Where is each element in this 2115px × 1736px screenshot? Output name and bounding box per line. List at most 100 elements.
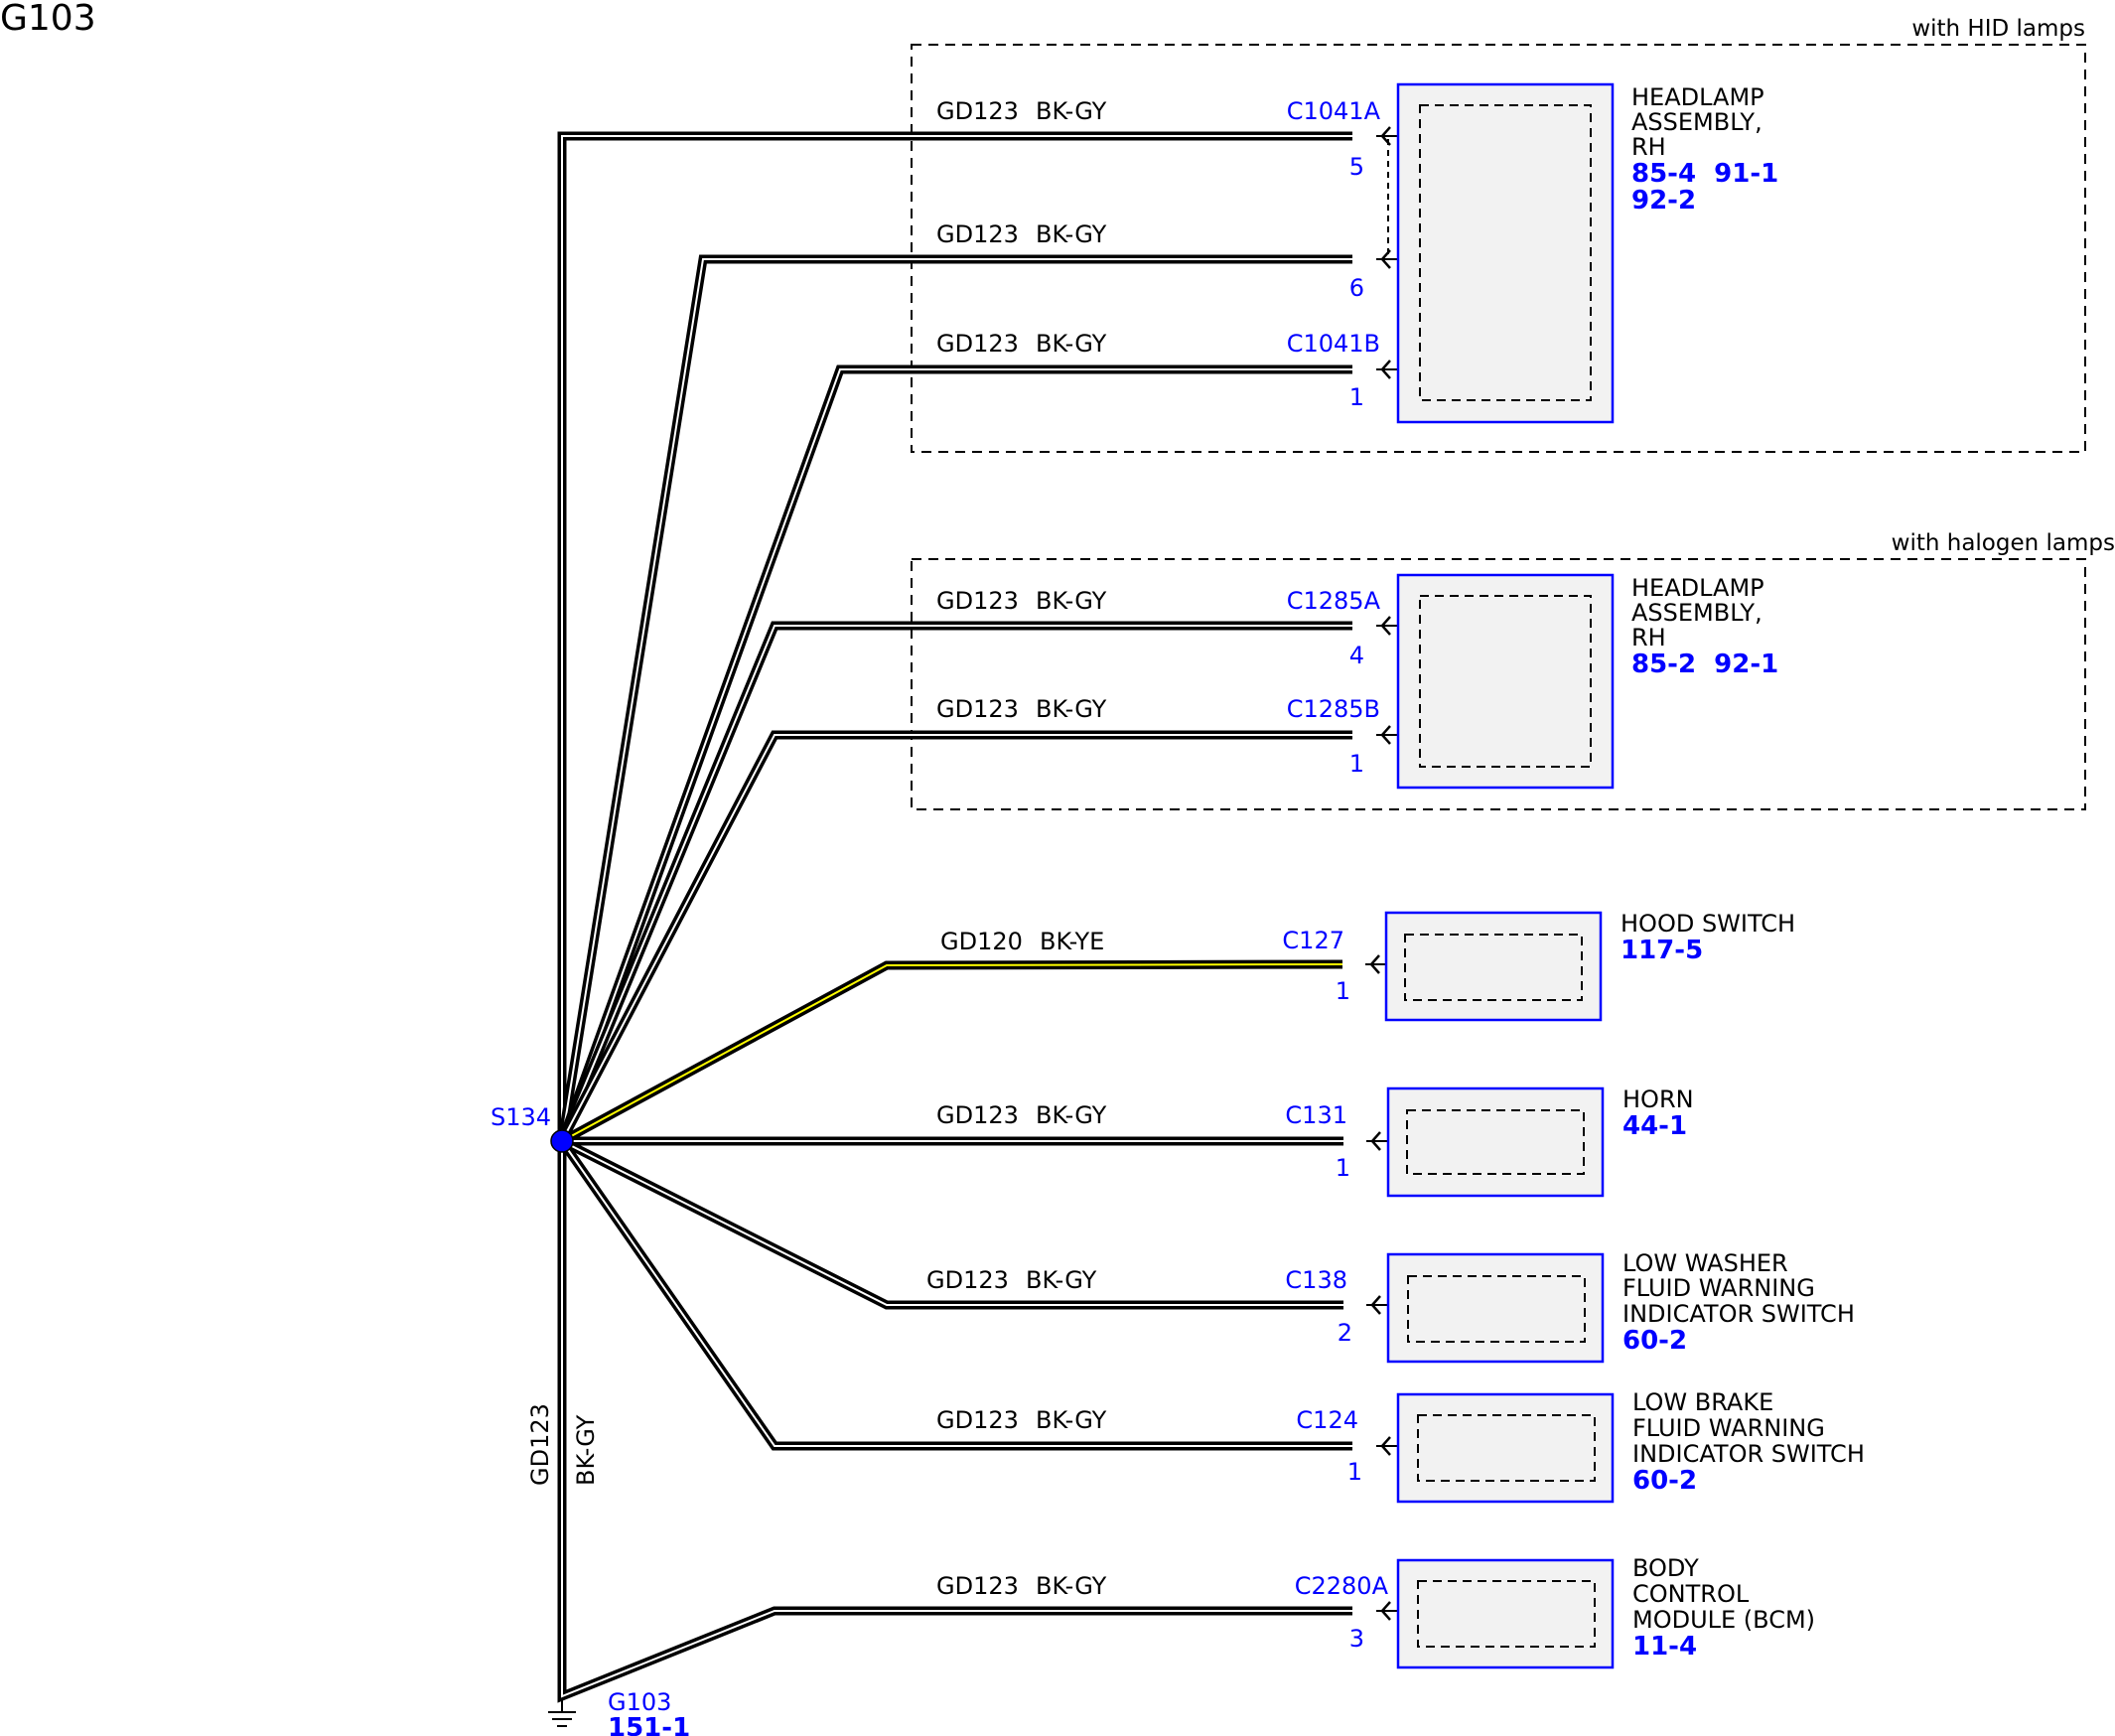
component-name: CONTROL (1632, 1580, 1750, 1608)
ground-label: G103 (608, 1688, 671, 1716)
component-bcm: BODY CONTROL MODULE (BCM) 11-4 (1396, 1554, 1815, 1669)
wire-stripe (561, 963, 1343, 1142)
halogen-condition-label: with halogen lamps (1892, 530, 2115, 556)
component-inner-box (1417, 1580, 1596, 1648)
component-inner-box (1417, 1414, 1596, 1482)
component-inner-box (1419, 595, 1592, 768)
component-name: MODULE (BCM) (1632, 1606, 1815, 1634)
pin-label: 1 (1336, 977, 1350, 1005)
hid-group-box (911, 44, 2086, 453)
halogen-group-box (911, 558, 2086, 810)
connector-arrow-icon (1380, 725, 1391, 745)
connector-label: C138 (1285, 1266, 1347, 1294)
component-name: HOOD SWITCH (1621, 910, 1795, 938)
wire-circuit-label: GD123 (936, 220, 1019, 248)
connector-label: C1041A (1287, 97, 1381, 125)
component-name: ASSEMBLY, (1631, 599, 1762, 627)
wire-circuit-label: GD123 (936, 1406, 1019, 1434)
pin-label: 3 (1349, 1625, 1364, 1653)
wire-stripe (561, 1140, 1343, 1306)
component-name: HEADLAMP (1631, 83, 1764, 111)
component-name: LOW BRAKE (1632, 1388, 1773, 1416)
pin-label: 6 (1349, 274, 1364, 302)
component-name: FLUID WARNING (1622, 1274, 1815, 1302)
wire-circuit-label: GD123 (926, 1266, 1009, 1294)
wire-color-label: BK-GY (1036, 97, 1107, 125)
wire-circuit-label: GD123 (936, 330, 1019, 358)
component-ref: 85-2 92-1 (1631, 650, 1778, 679)
component-inner-box (1406, 1109, 1585, 1175)
component-name: HEADLAMP (1631, 574, 1764, 602)
wire-stripe (561, 1141, 1352, 1698)
pin-label: 4 (1349, 642, 1364, 669)
connector-label: C1041B (1287, 330, 1380, 358)
wire-color-label: BK-GY (1036, 330, 1107, 358)
ground-ref: 151-1 (608, 1713, 690, 1736)
connector-arrow-icon (1370, 1131, 1381, 1151)
component-inner-box (1404, 934, 1583, 1001)
wire-c1041b (557, 360, 1420, 1143)
wire-stripe (561, 135, 1352, 1141)
component-name: FLUID WARNING (1632, 1414, 1825, 1442)
component-ref: 60-2 (1632, 1466, 1697, 1496)
connector-arrow-icon (1380, 1436, 1391, 1456)
component-inner-box (1419, 104, 1592, 401)
component-name: BODY (1632, 1554, 1699, 1582)
wire-color-label: BK-GY (1036, 695, 1107, 723)
connector-label: C2280A (1295, 1572, 1389, 1600)
component-name: RH (1631, 624, 1666, 651)
component-low-washer-switch: LOW WASHER FLUID WARNING INDICATOR SWITC… (1386, 1249, 1855, 1364)
wire-circuit-label: GD123 (936, 1101, 1019, 1129)
connector-label: C1285A (1287, 587, 1381, 615)
wire-body (557, 131, 1352, 1141)
wire-color-label: BK-GY (1036, 1101, 1107, 1129)
splice-label: S134 (491, 1103, 551, 1131)
wire-stripe (561, 368, 1352, 1142)
component-name: RH (1631, 133, 1666, 161)
wire-stripe (561, 625, 1352, 1142)
component-hood-switch: HOOD SWITCH 117-5 (1384, 910, 1795, 1022)
component-name: LOW WASHER (1622, 1249, 1788, 1277)
pin-label: 1 (1347, 1458, 1362, 1486)
wire-stripe (561, 1140, 1352, 1447)
component-horn: HORN 44-1 (1386, 1085, 1694, 1198)
trunk-color-label: BK-GY (572, 1414, 600, 1486)
wire-labels: GD123 BK-GY C1041A 5 GD123 BK-GY 6 GD123… (926, 97, 1389, 1653)
component-ref: 92-2 (1631, 186, 1696, 216)
component-headlamp-hid: HEADLAMP ASSEMBLY, RH 85-4 91-1 92-2 (1387, 82, 1778, 424)
wire-color-label: BK-GY (1026, 1266, 1097, 1294)
component-box (1386, 1252, 1605, 1364)
pin-label: 1 (1349, 383, 1364, 411)
connector-label: C1285B (1287, 695, 1380, 723)
component-box (1396, 82, 1615, 424)
wire-circuit-label: GD123 (936, 695, 1019, 723)
wire-c1041a (557, 126, 1420, 1141)
connector-label: C127 (1282, 927, 1344, 954)
component-name: HORN (1622, 1085, 1694, 1113)
wire-color-label: BK-YE (1040, 928, 1104, 955)
wire-stripe (561, 258, 1352, 1142)
pin-label: 5 (1349, 153, 1364, 181)
connector-arrow-icon (1380, 616, 1391, 636)
component-box (1384, 911, 1603, 1022)
wires-layer (557, 126, 1420, 1703)
component-name: INDICATOR SWITCH (1632, 1440, 1865, 1468)
wire-body (557, 364, 1352, 1143)
pin-label: 1 (1336, 1154, 1350, 1182)
wire-color-label: BK-GY (1036, 220, 1107, 248)
component-box (1396, 1558, 1615, 1669)
component-box (1396, 573, 1615, 790)
connector-arrow-icon (1369, 954, 1380, 974)
pin-label: 2 (1338, 1319, 1352, 1347)
component-box (1386, 1086, 1605, 1198)
wire-c131 (562, 1131, 1410, 1151)
connector-label: C131 (1285, 1101, 1347, 1129)
diagram-title: G103 (0, 0, 96, 39)
component-inner-box (1407, 1275, 1586, 1343)
component-headlamp-halogen: HEADLAMP ASSEMBLY, RH 85-2 92-1 (1396, 573, 1778, 790)
connector-arrow-icon (1370, 1295, 1381, 1315)
splice-node (550, 1129, 574, 1153)
component-name: INDICATOR SWITCH (1622, 1300, 1855, 1328)
component-ref: 44-1 (1622, 1111, 1687, 1141)
